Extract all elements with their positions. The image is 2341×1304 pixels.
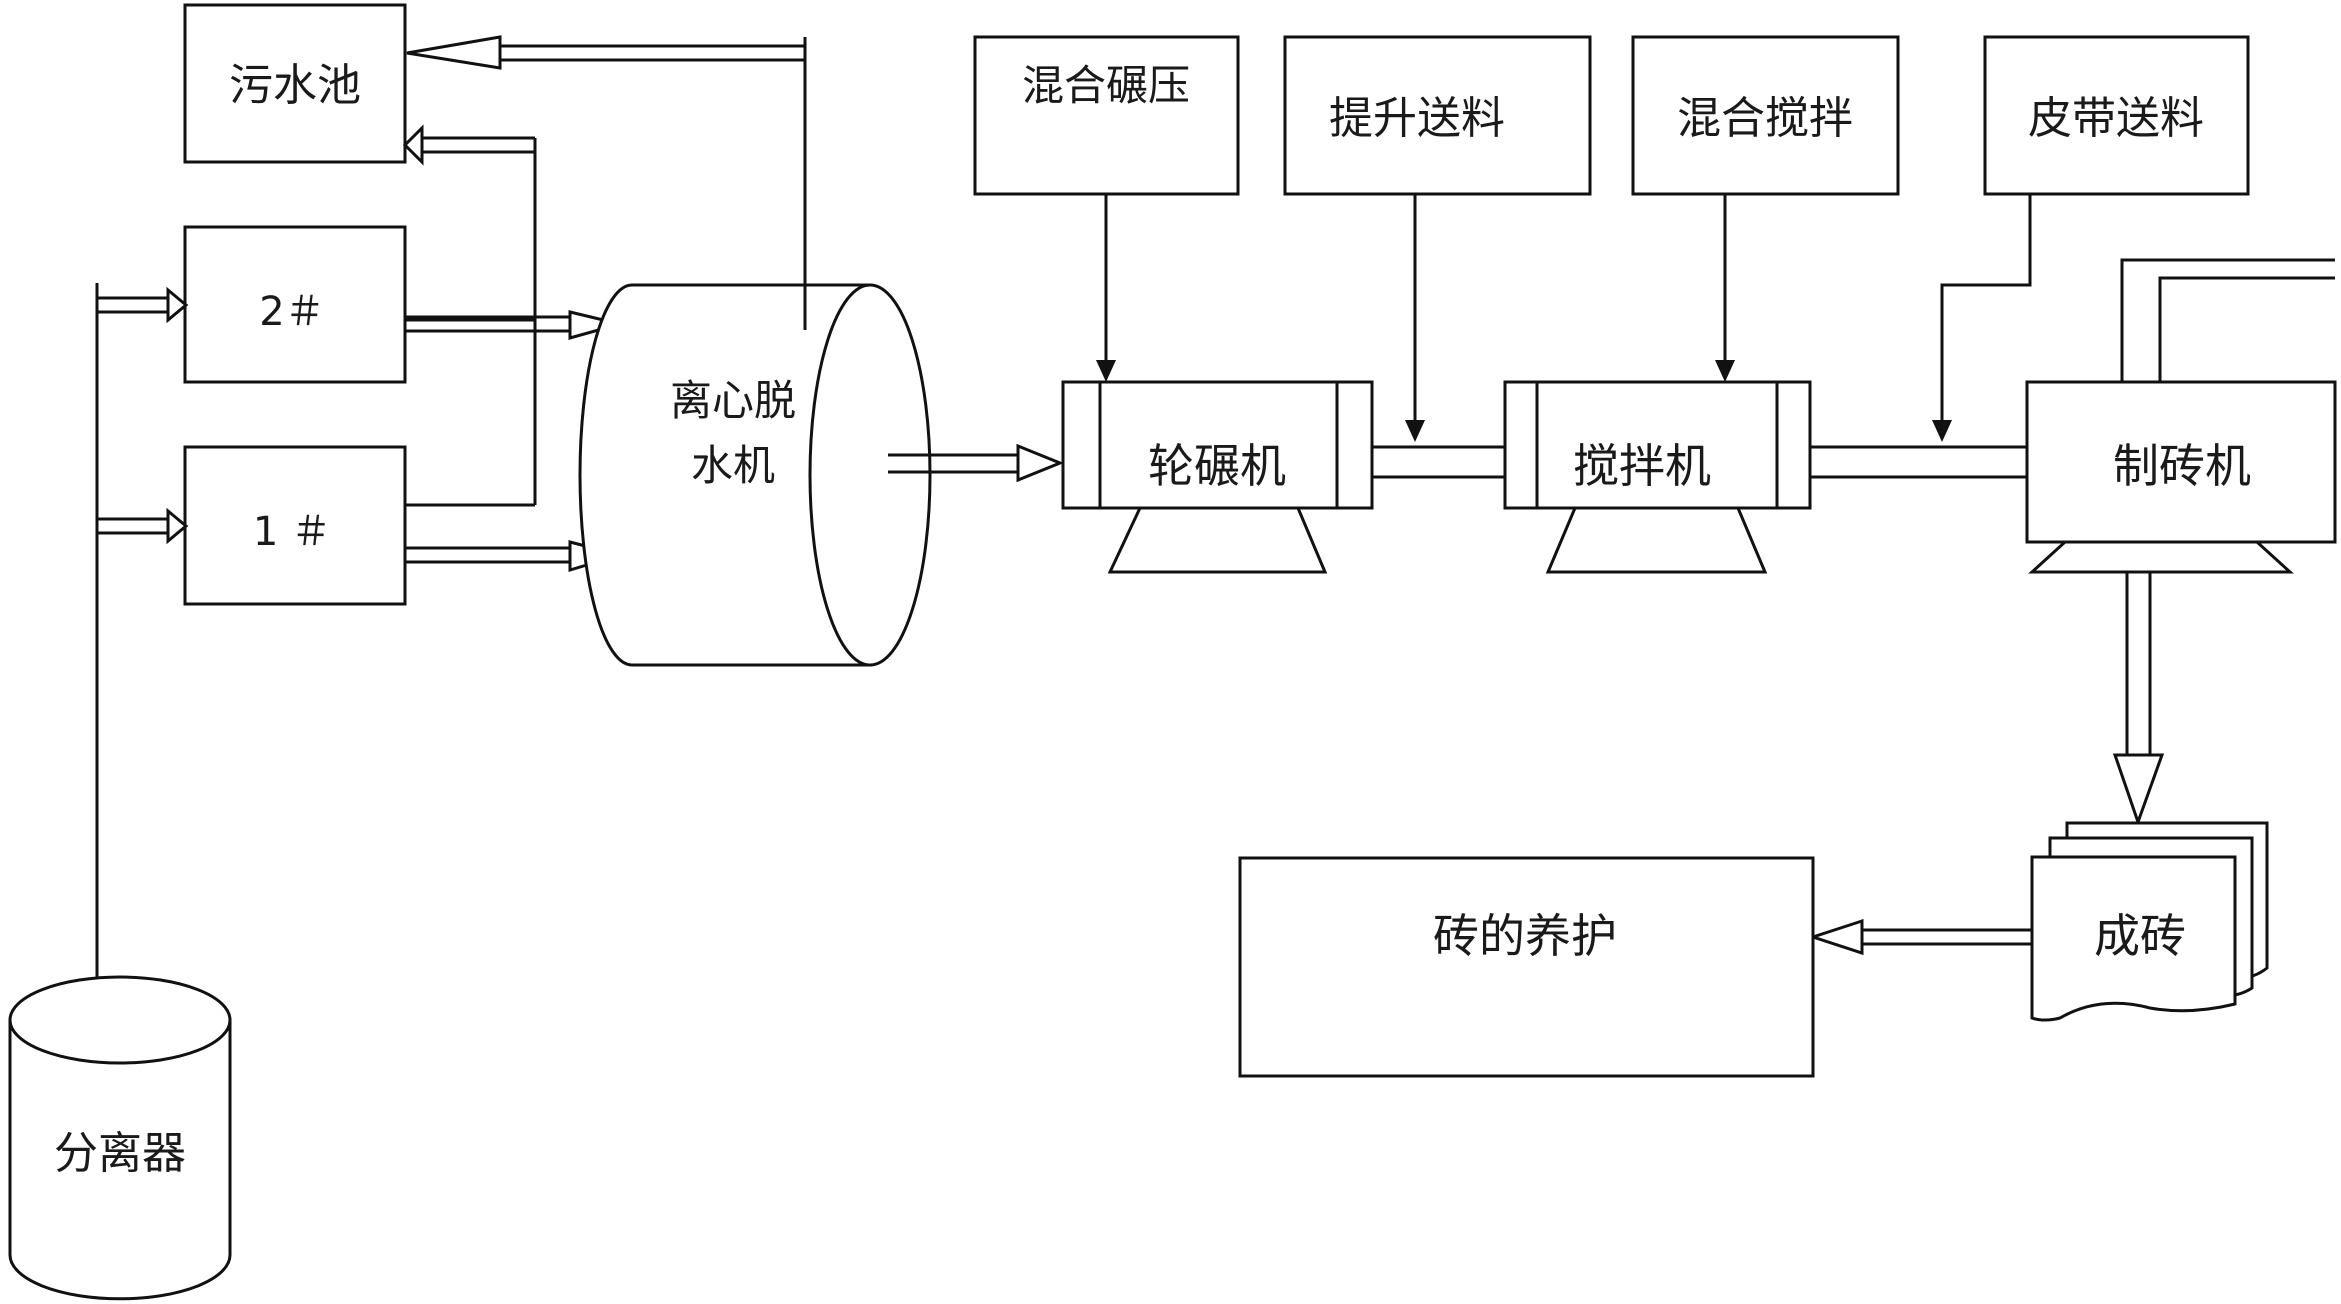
sewage-pool-label: 污水池 [229,60,361,111]
arrow-lift-feed-down [1405,194,1425,442]
arrow-brick-machine-down [2112,572,2165,827]
mix-stir-node: 混合搅拌 [1631,35,1900,196]
tank-1-node: 1 ＃ [183,445,407,606]
arrow-tank2-to-centrifuge [405,310,626,340]
arrow-mix-roll-down [1096,194,1116,382]
arrow-mix-stir-down [1715,194,1735,382]
mixer-label: 搅拌机 [1573,439,1711,493]
arrow-to-tank-1 [97,507,189,545]
curing-label: 砖的养护 [1433,909,1617,963]
tank-2-node: 2＃ [183,225,407,384]
mixer-node: 搅拌机 [1503,380,1812,574]
arrow-belt-feed-down [1932,194,2032,442]
wheel-mill-label: 轮碾机 [1148,439,1286,493]
tank-2-label: 2＃ [259,289,324,335]
brick-machine-node: 制砖机 [2025,258,2337,574]
arrow-centrifuge-to-wheel-mill [888,443,1064,483]
lift-feed-node: 提升送料 [1283,35,1592,196]
centrifuge-label-line2: 水机 [691,441,775,490]
brick-machine-label: 制砖机 [2113,439,2251,493]
curing-node: 砖的养护 [1238,856,1815,1078]
finished-brick-label: 成砖 [2094,909,2186,963]
belt-feed-label: 皮带送料 [2028,93,2204,144]
arrow-to-tank-2 [97,286,189,324]
mix-stir-label: 混合搅拌 [1677,93,1853,144]
conveyor-mixer-to-brick-machine [1810,445,2027,479]
lift-feed-label: 提升送料 [1329,93,1505,144]
sewage-pool-node: 污水池 [183,3,407,164]
tank-1-label: 1 ＃ [253,509,331,555]
arrow-to-curing [1808,918,2032,956]
belt-feed-node: 皮带送料 [1983,35,2250,196]
mix-roll-node: 混合碾压 [973,35,1240,196]
mix-roll-label: 混合碾压 [1022,61,1190,110]
wheel-mill-node: 轮碾机 [1061,380,1374,574]
centrifuge-node: 离心脱 水机 [578,283,932,667]
centrifuge-label-line1: 离心脱 [670,376,796,425]
separator-node: 分离器 [8,975,232,1301]
separator-label: 分离器 [54,1128,186,1179]
finished-brick-node: 成砖 [2030,821,2269,1022]
tank-return-pipe [402,124,537,507]
centrifuge-return-pipe [406,35,807,330]
conveyor-mill-to-mixer [1372,445,1505,479]
